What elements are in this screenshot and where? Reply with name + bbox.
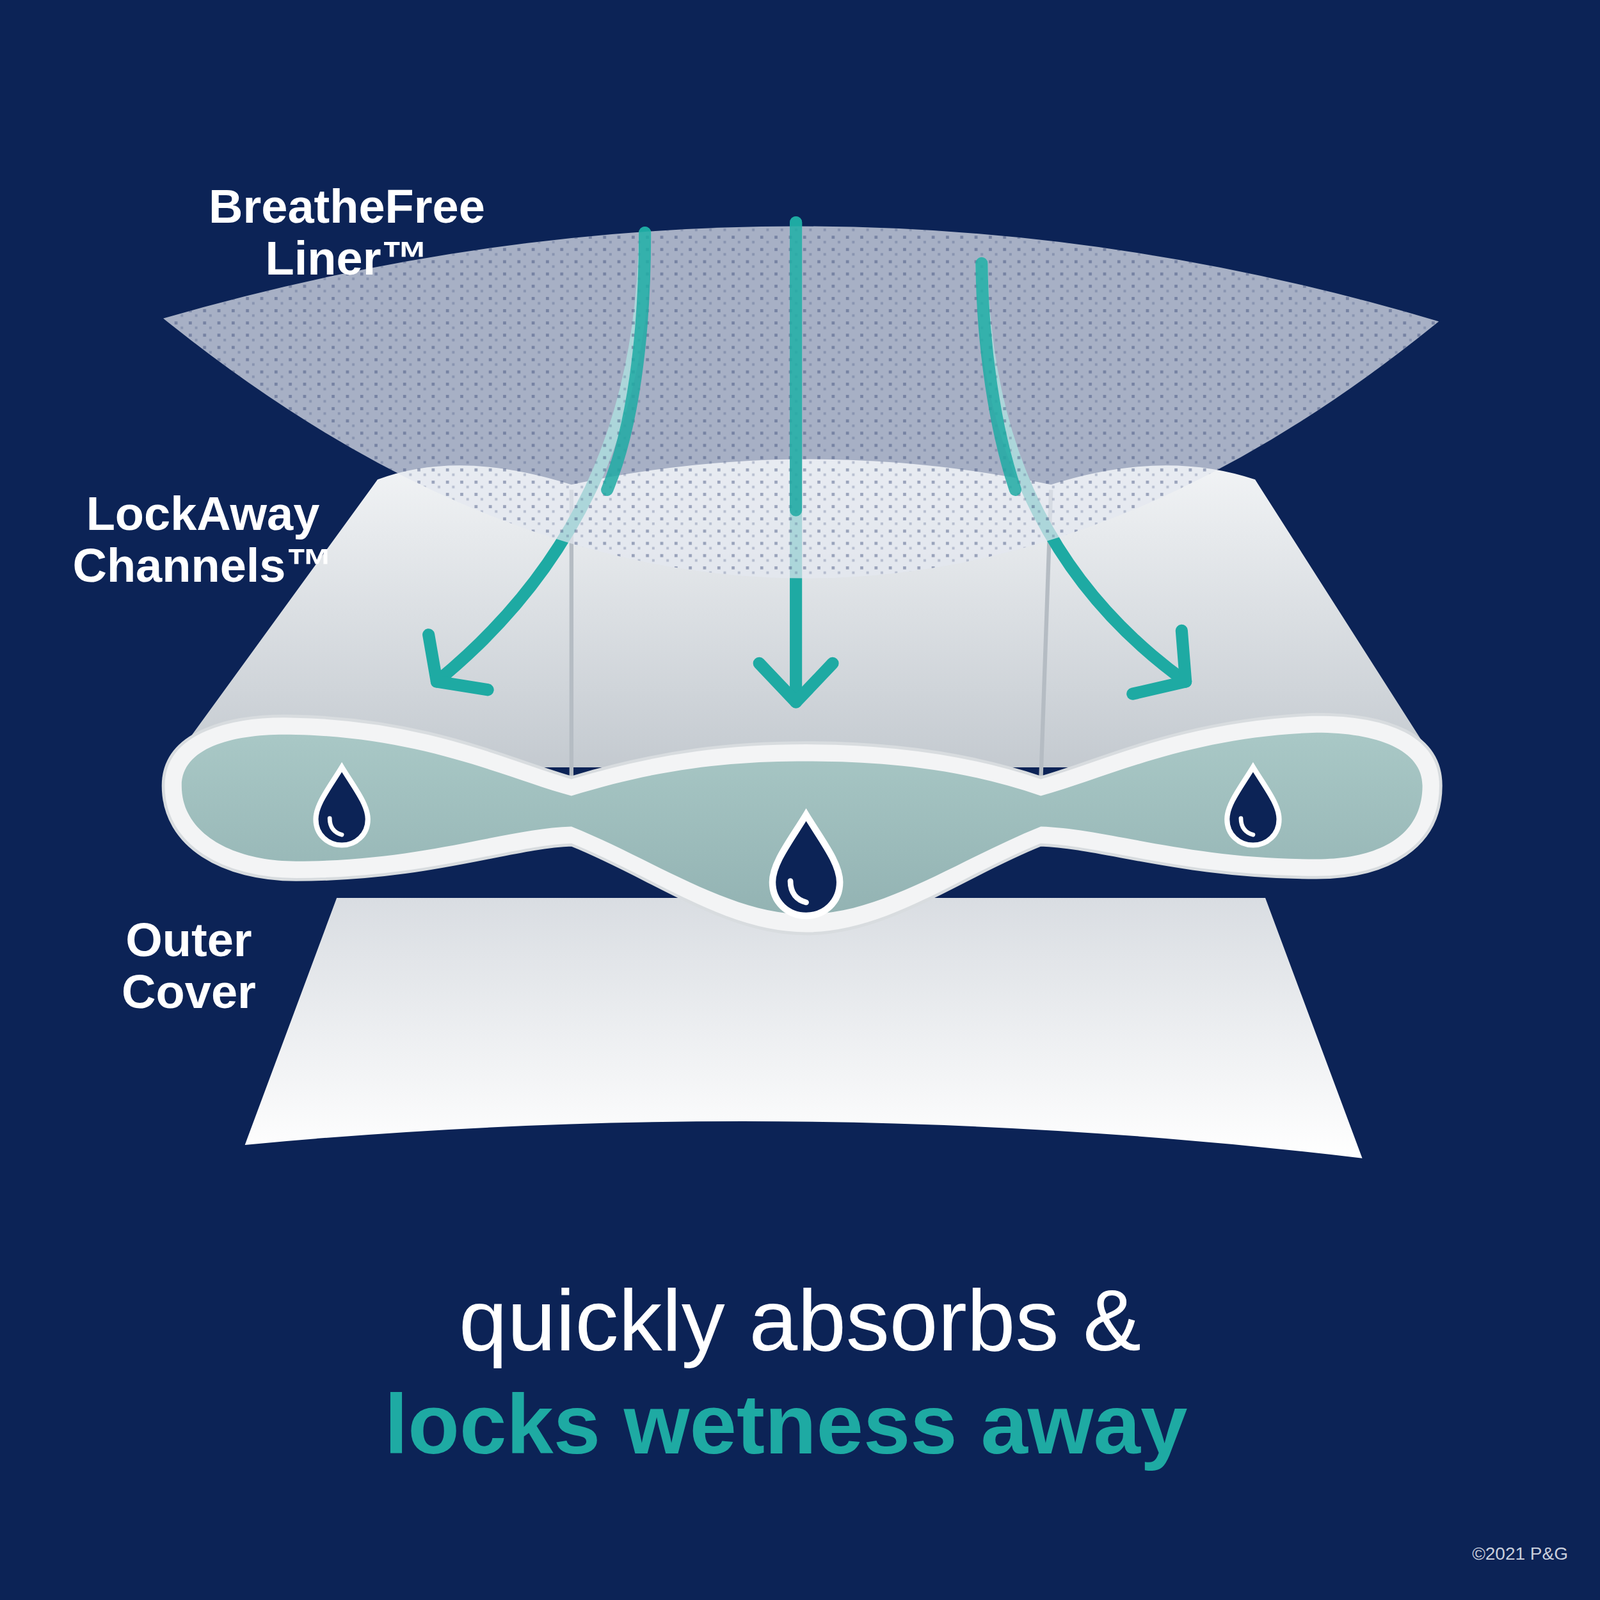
layer-label: LockAway Channels™	[62, 487, 344, 592]
caption-highlight: locks wetness away	[384, 1376, 1188, 1474]
layer-label: Outer Cover	[86, 913, 292, 1019]
core-front-rim	[163, 714, 1441, 934]
outer-cover-sheet	[245, 897, 1363, 1159]
water-drop-icon	[772, 814, 840, 916]
copyright-note: ©2021 P&G	[1472, 1543, 1568, 1565]
water-drop-icon	[1226, 767, 1279, 846]
water-drop-icon	[315, 767, 368, 846]
layer-label: BreatheFree Liner™	[167, 180, 527, 285]
caption-line: quickly absorbs &	[458, 1270, 1142, 1371]
flow-arrow	[607, 222, 1016, 511]
